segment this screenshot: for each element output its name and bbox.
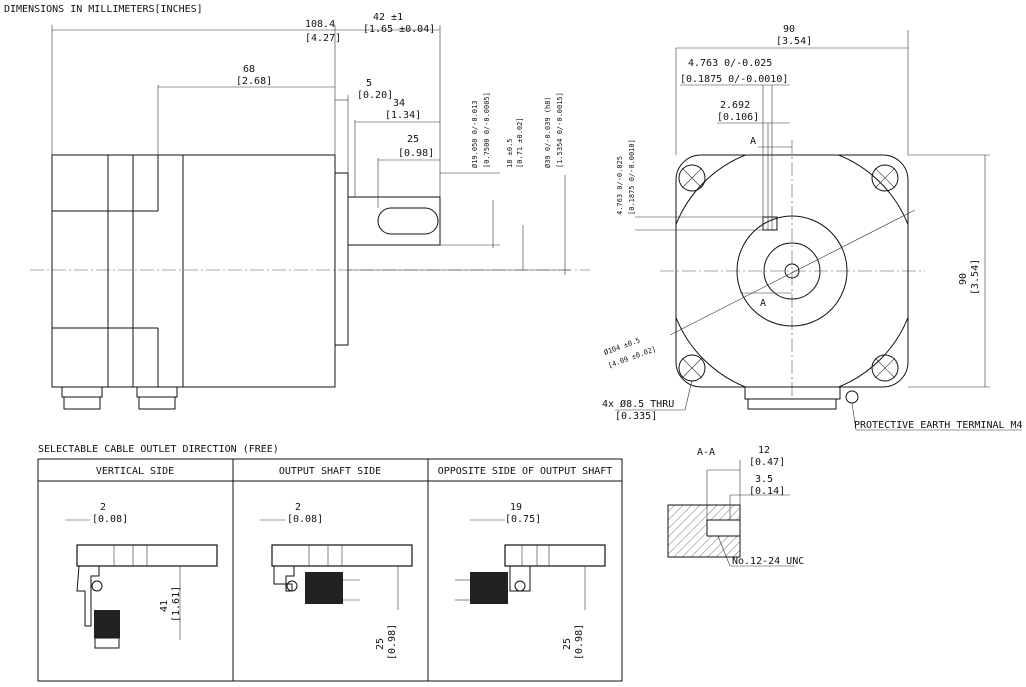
svg-text:A-A: A-A bbox=[697, 447, 715, 458]
col-opposite-side: OPPOSITE SIDE OF OUTPUT SHAFT 19[0.75] 2… bbox=[438, 466, 613, 660]
output-shaft bbox=[347, 196, 441, 246]
svg-text:[1.5354 0/-0.0015]: [1.5354 0/-0.0015] bbox=[556, 92, 564, 168]
svg-text:[1.34]: [1.34] bbox=[385, 110, 421, 121]
svg-text:4.763 0/-0.025: 4.763 0/-0.025 bbox=[616, 156, 624, 215]
svg-text:34: 34 bbox=[393, 98, 405, 109]
svg-text:[3.54]: [3.54] bbox=[776, 36, 812, 47]
svg-text:2.692: 2.692 bbox=[720, 100, 750, 111]
svg-text:19: 19 bbox=[510, 502, 522, 513]
svg-text:Ø19.050 0/-0.013: Ø19.050 0/-0.013 bbox=[471, 101, 479, 168]
svg-text:4x Ø8.5 THRU: 4x Ø8.5 THRU bbox=[602, 398, 674, 410]
svg-text:4.763 0/-0.025: 4.763 0/-0.025 bbox=[688, 58, 772, 69]
section-mark-top: A bbox=[750, 136, 756, 147]
svg-text:[0.20]: [0.20] bbox=[357, 90, 393, 101]
svg-text:No.12-24 UNC: No.12-24 UNC bbox=[732, 556, 804, 567]
svg-text:42 ±1: 42 ±1 bbox=[373, 12, 403, 23]
svg-text:[3.54]: [3.54] bbox=[970, 259, 981, 295]
section-a-a: A-A 12[0.47] 3.5[0.14] No.12-24 UNC bbox=[667, 445, 804, 567]
keyway bbox=[377, 207, 439, 235]
svg-text:90: 90 bbox=[958, 273, 969, 285]
svg-text:[2.68]: [2.68] bbox=[236, 76, 272, 87]
svg-text:[0.98]: [0.98] bbox=[387, 624, 398, 660]
svg-text:[0.1875 0/-0.0010]: [0.1875 0/-0.0010] bbox=[628, 139, 636, 215]
svg-text:90: 90 bbox=[783, 24, 795, 35]
svg-text:[0.75]: [0.75] bbox=[505, 514, 541, 525]
svg-text:[0.7500 0/-0.0005]: [0.7500 0/-0.0005] bbox=[483, 92, 491, 168]
section-mark-center: A bbox=[760, 298, 766, 309]
svg-text:3.5: 3.5 bbox=[755, 474, 773, 485]
mounting-holes bbox=[678, 164, 899, 382]
svg-text:108.4: 108.4 bbox=[305, 19, 335, 30]
svg-text:41: 41 bbox=[159, 600, 170, 612]
svg-text:2: 2 bbox=[100, 502, 106, 513]
svg-text:68: 68 bbox=[243, 64, 255, 75]
svg-text:[4.27]: [4.27] bbox=[305, 33, 341, 44]
svg-text:[0.106]: [0.106] bbox=[717, 112, 759, 123]
cable-outlet-table: SELECTABLE CABLE OUTLET DIRECTION (FREE)… bbox=[37, 444, 623, 682]
side-view: 108.4 [4.27] 42 ±1[1.65 ±0.04] 68[2.68] 5… bbox=[30, 12, 590, 410]
motor-body bbox=[51, 154, 336, 388]
drawing-header: DIMENSIONS IN MILLIMETERS[INCHES] bbox=[4, 4, 203, 15]
col-output-shaft-side: OUTPUT SHAFT SIDE 2[0.08] 25 [0.98] bbox=[260, 466, 413, 660]
front-view: 90[3.54] 4.763 0/-0.025[0.1875 0/-0.0010… bbox=[602, 24, 1023, 431]
protective-earth-label: PROTECTIVE EARTH TERMINAL M4 bbox=[854, 420, 1023, 431]
svg-text:[1.65 ±0.04]: [1.65 ±0.04] bbox=[363, 24, 435, 35]
svg-text:VERTICAL SIDE: VERTICAL SIDE bbox=[96, 466, 174, 477]
svg-text:[1.61]: [1.61] bbox=[171, 586, 182, 622]
svg-text:SELECTABLE CABLE OUTLET DIRECT: SELECTABLE CABLE OUTLET DIRECTION (FREE) bbox=[38, 444, 279, 455]
svg-text:[0.335]: [0.335] bbox=[615, 411, 657, 422]
svg-text:[0.08]: [0.08] bbox=[92, 514, 128, 525]
svg-text:25: 25 bbox=[407, 134, 419, 145]
svg-text:[0.71 ±0.02]: [0.71 ±0.02] bbox=[516, 117, 524, 168]
svg-text:[0.1875 0/-0.0010]: [0.1875 0/-0.0010] bbox=[680, 74, 788, 85]
svg-text:2: 2 bbox=[295, 502, 301, 513]
svg-text:Ø39 0/-0.039 (h8): Ø39 0/-0.039 (h8) bbox=[544, 96, 552, 168]
svg-text:[0.14]: [0.14] bbox=[749, 486, 785, 497]
svg-text:12: 12 bbox=[758, 445, 770, 456]
svg-text:[0.98]: [0.98] bbox=[398, 148, 434, 159]
col-vertical-side: VERTICAL SIDE 2[0.08] 41 [1.61] bbox=[65, 466, 218, 649]
svg-text:25: 25 bbox=[375, 638, 386, 650]
svg-text:25: 25 bbox=[562, 638, 573, 650]
flange bbox=[334, 172, 349, 346]
svg-text:[0.08]: [0.08] bbox=[287, 514, 323, 525]
svg-text:18 ±0.5: 18 ±0.5 bbox=[506, 138, 514, 168]
svg-text:[0.98]: [0.98] bbox=[574, 624, 585, 660]
svg-text:OUTPUT SHAFT SIDE: OUTPUT SHAFT SIDE bbox=[279, 466, 381, 477]
svg-text:OPPOSITE SIDE OF OUTPUT SHAFT: OPPOSITE SIDE OF OUTPUT SHAFT bbox=[438, 466, 613, 477]
svg-text:[0.47]: [0.47] bbox=[749, 457, 785, 468]
svg-text:5: 5 bbox=[366, 78, 372, 89]
